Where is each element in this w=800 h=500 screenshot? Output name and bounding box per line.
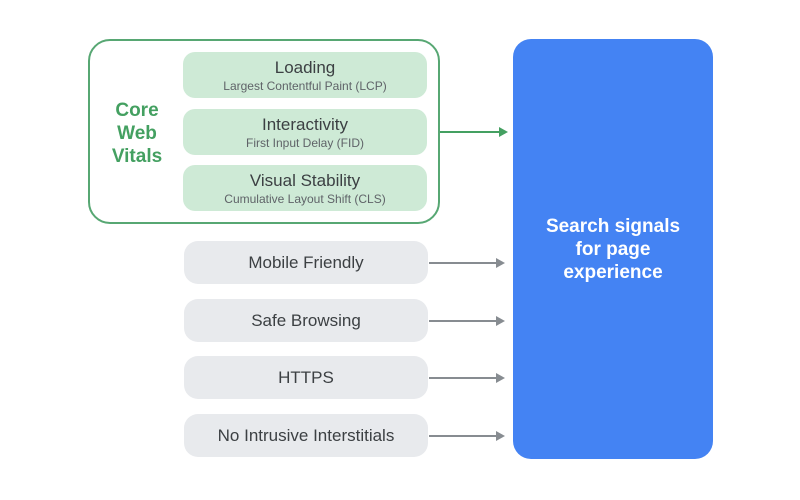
connector-arrow-no-intrusive-interstitials: [429, 430, 505, 442]
signal-label: Safe Browsing: [251, 310, 361, 330]
metric-pill-loading: Loading Largest Contentful Paint (LCP): [183, 52, 427, 98]
arrow-line: [429, 262, 498, 264]
arrow-line: [429, 320, 498, 322]
signal-pill-safe-browsing: Safe Browsing: [184, 299, 428, 342]
metric-subtitle: First Input Delay (FID): [245, 136, 365, 150]
arrow-line: [440, 131, 501, 133]
arrow-head-icon: [496, 431, 505, 441]
arrow-head-icon: [499, 127, 508, 137]
metric-title: Interactivity: [262, 115, 348, 134]
core-web-vitals-label-line3: Vitals: [111, 146, 163, 167]
core-web-vitals-label: Core Web Vitals: [96, 99, 178, 168]
search-signals-label-line3: experience: [563, 261, 663, 283]
arrow-head-icon: [496, 316, 505, 326]
search-signals-label-line2: for page: [575, 238, 651, 260]
search-signals-label-line1: Search signals: [545, 215, 681, 237]
signal-pill-mobile-friendly: Mobile Friendly: [184, 241, 428, 284]
signal-label: No Intrusive Interstitials: [217, 425, 395, 445]
metric-title: Visual Stability: [249, 171, 361, 190]
arrow-line: [429, 435, 498, 437]
metric-subtitle: Cumulative Layout Shift (CLS): [224, 192, 386, 206]
arrow-head-icon: [496, 373, 505, 383]
metric-subtitle: Largest Contentful Paint (LCP): [223, 79, 387, 93]
core-web-vitals-label-line2: Web: [117, 123, 157, 144]
metric-pill-visual-stability: Visual Stability Cumulative Layout Shift…: [183, 165, 427, 211]
metric-title: Loading: [274, 58, 336, 77]
connector-arrow-https: [429, 372, 505, 384]
connector-arrow-core-web-vitals: [440, 126, 508, 138]
search-signals-box: Search signals for page experience: [513, 39, 713, 459]
arrow-head-icon: [496, 258, 505, 268]
core-web-vitals-group: [88, 39, 440, 224]
signal-pill-https: HTTPS: [184, 356, 428, 399]
connector-arrow-mobile-friendly: [429, 257, 505, 269]
connector-arrow-safe-browsing: [429, 315, 505, 327]
search-signals-label: Search signals for page experience: [546, 215, 680, 284]
signal-label: Mobile Friendly: [248, 252, 364, 272]
signal-pill-no-intrusive-interstitials: No Intrusive Interstitials: [184, 414, 428, 457]
metric-pill-interactivity: Interactivity First Input Delay (FID): [183, 109, 427, 155]
arrow-line: [429, 377, 498, 379]
core-web-vitals-label-line1: Core: [115, 100, 159, 121]
signal-label: HTTPS: [278, 367, 334, 387]
